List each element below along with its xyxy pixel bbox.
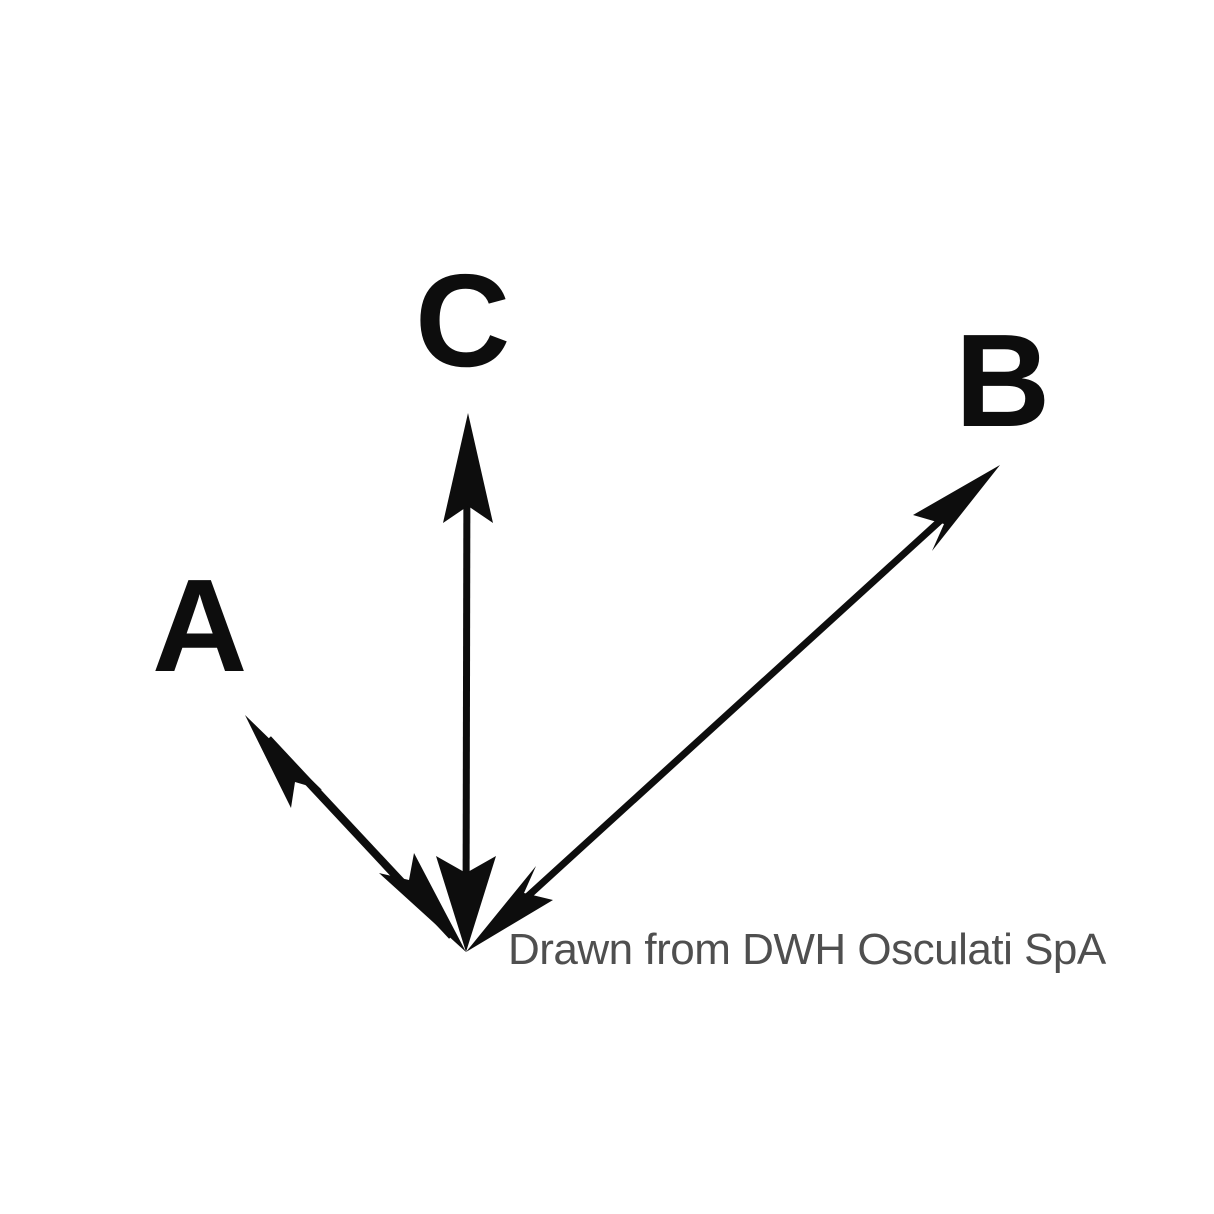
vector-a-arrowhead-bottom (379, 853, 466, 952)
vector-c-arrowhead-top (443, 413, 493, 523)
vector-b-arrowhead-top (913, 465, 1000, 551)
vector-b-shaft (480, 486, 978, 940)
vector-c-shaft (462, 439, 471, 931)
vector-label-a: A (152, 552, 248, 699)
vector-label-b: B (955, 307, 1051, 454)
vector-a-arrowhead-top (245, 715, 322, 808)
vector-c-arrowhead-bottom (436, 856, 496, 952)
attribution-caption: Drawn from DWH Osculati SpA (508, 925, 1106, 974)
vector-c-arrow (436, 413, 496, 952)
vector-b-arrowhead-bottom (466, 866, 553, 952)
vector-label-c: C (415, 247, 511, 394)
vector-a-arrow (245, 715, 466, 952)
vector-b-arrow (466, 465, 1000, 952)
